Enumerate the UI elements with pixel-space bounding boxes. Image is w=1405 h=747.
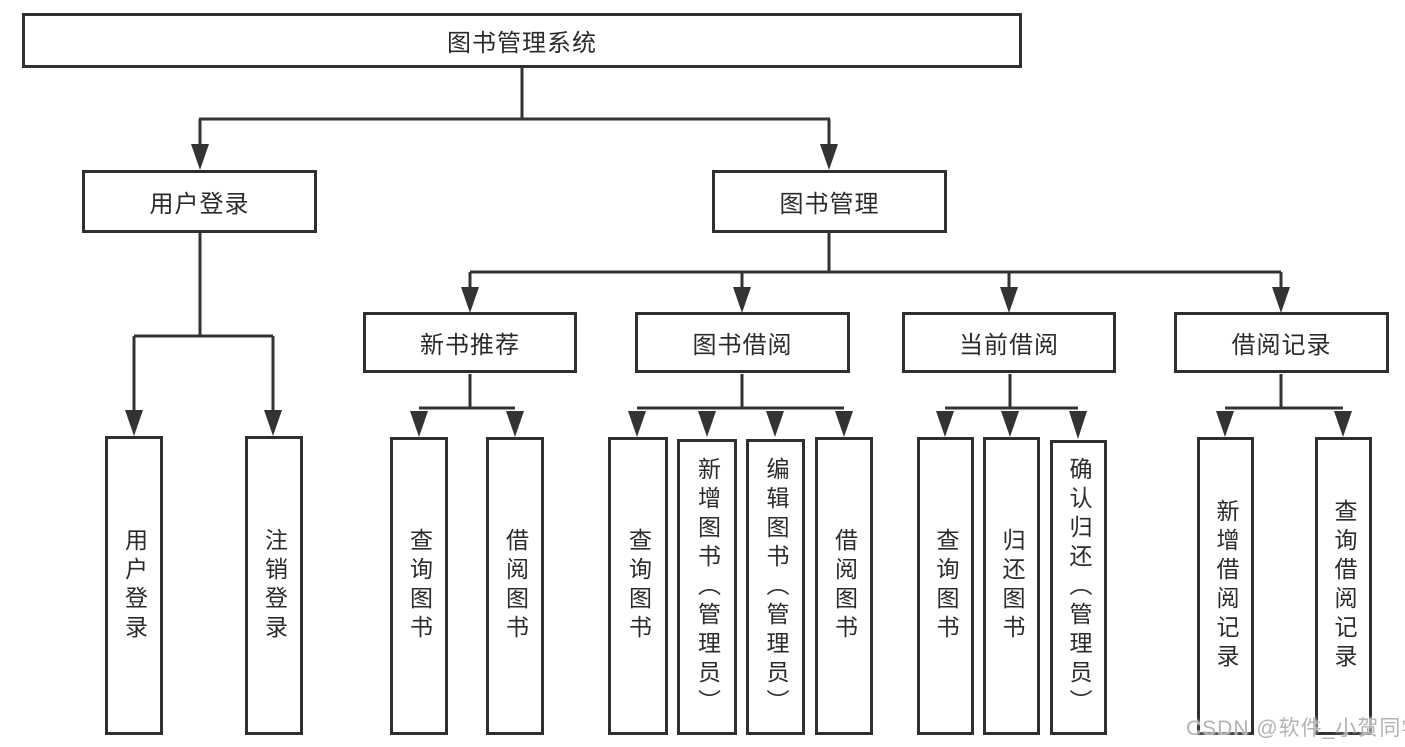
leaf-add-borrow-record: 新增借阅记录 [1197,437,1254,735]
leaf-return-books-label: 归还图书 [999,528,1025,644]
leaf-borrow-books-recommend: 借阅图书 [486,437,544,735]
leaf-query-borrow-record-label: 查询借阅记录 [1331,499,1357,673]
leaf-add-book-admin-label: 新增图书（管理员） [694,456,721,718]
leaf-query-borrow-record: 查询借阅记录 [1315,437,1372,735]
leaf-borrow-books-borrowing: 借阅图书 [815,437,873,735]
node-current-borrowing: 当前借阅 [902,312,1116,373]
leaf-borrow-books-recommend-label: 借阅图书 [502,528,529,644]
node-new-book-recommendation: 新书推荐 [363,312,577,373]
leaf-logout: 注销登录 [245,436,303,735]
leaf-edit-book-admin: 编辑图书（管理员） [746,439,805,735]
leaf-add-book-admin: 新增图书（管理员） [677,439,737,735]
leaf-query-books-recommend: 查询图书 [390,437,448,735]
leaf-query-books-current: 查询图书 [917,437,974,735]
leaf-user-login-label: 用户登录 [121,527,148,644]
csdn-watermark: CSDN @软件_小贺同学 [1186,717,1405,740]
leaf-query-books-borrowing: 查询图书 [608,437,668,735]
leaf-query-books-borrowing-label: 查询图书 [625,528,652,644]
leaf-query-books-recommend-label: 查询图书 [406,528,433,644]
leaf-confirm-return-admin-label: 确认归还（管理员） [1066,457,1092,718]
node-user-login: 用户登录 [82,170,317,233]
leaf-edit-book-admin-label: 编辑图书（管理员） [763,456,789,718]
leaf-logout-label: 注销登录 [261,527,288,644]
leaf-query-books-current-label: 查询图书 [933,528,959,644]
leaf-confirm-return-admin: 确认归还（管理员） [1050,440,1107,735]
node-book-management: 图书管理 [712,170,947,233]
leaf-borrow-books-borrowing-label: 借阅图书 [831,528,858,644]
leaf-return-books: 归还图书 [983,437,1040,735]
leaf-user-login: 用户登录 [105,436,163,735]
node-borrowing-records: 借阅记录 [1174,312,1389,373]
leaf-add-borrow-record-label: 新增借阅记录 [1213,499,1239,673]
arrowhead-icons [125,144,1352,439]
node-library-management-system: 图书管理系统 [22,13,1022,68]
node-book-borrowing: 图书借阅 [635,312,850,373]
